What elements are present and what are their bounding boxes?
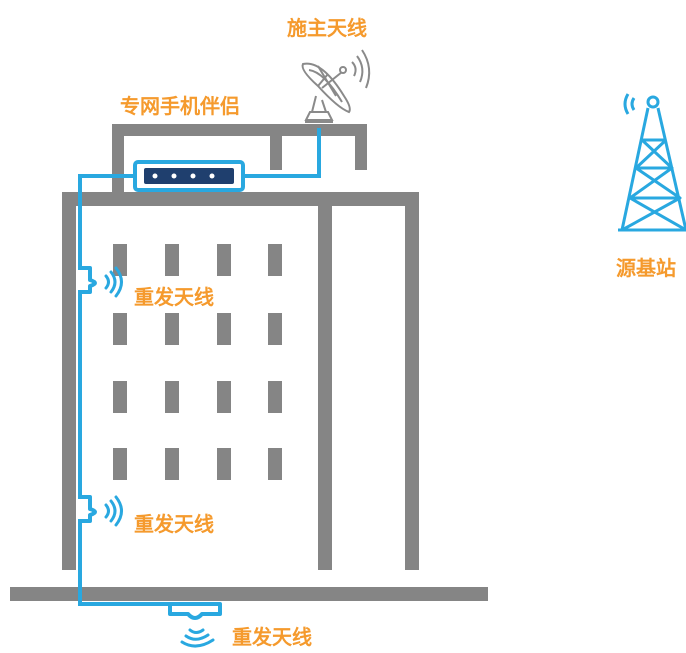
window <box>217 244 231 276</box>
donor-antenna-label: 施主天线 <box>287 16 367 40</box>
building-roof <box>62 192 419 206</box>
satellite-dish-icon <box>301 49 371 123</box>
wall-antenna-icon-lower <box>78 495 123 527</box>
repeater-unit-label: 专网手机伴侣 <box>120 94 240 118</box>
service-antenna-lower-label: 重发天线 <box>134 512 214 536</box>
window <box>165 244 179 276</box>
wall-antenna-icon-ground <box>168 602 222 648</box>
building-right-wall <box>405 192 419 570</box>
window <box>113 244 127 276</box>
window <box>113 381 127 413</box>
roof-structure-left-post <box>112 124 124 192</box>
window <box>165 448 179 480</box>
building-left-wall <box>62 192 76 570</box>
building-windows <box>113 244 282 480</box>
source-base-station-label: 源基站 <box>616 256 676 280</box>
window <box>217 448 231 480</box>
window <box>113 313 127 345</box>
window <box>217 381 231 413</box>
window <box>165 381 179 413</box>
repeater-device-icon <box>133 160 245 192</box>
roof-structure-right-post <box>355 124 367 170</box>
wall-antenna-icon-upper <box>78 266 123 298</box>
roof-structure-mid-post <box>270 124 282 170</box>
ground-line <box>10 587 488 601</box>
service-antenna-upper-label: 重发天线 <box>134 285 214 309</box>
building-inner-column <box>318 192 332 570</box>
window <box>268 448 282 480</box>
window <box>217 313 231 345</box>
cell-tower-icon <box>618 93 686 232</box>
cable-dish-to-repeater <box>242 128 321 178</box>
building <box>10 124 488 601</box>
service-antenna-ground-label: 重发天线 <box>232 625 312 649</box>
window <box>268 381 282 413</box>
window <box>165 313 179 345</box>
cable-repeater-to-antennas <box>78 174 170 606</box>
window <box>268 244 282 276</box>
window <box>113 448 127 480</box>
roof-structure-top <box>112 124 367 136</box>
window <box>268 313 282 345</box>
feeder-cable <box>78 128 321 606</box>
